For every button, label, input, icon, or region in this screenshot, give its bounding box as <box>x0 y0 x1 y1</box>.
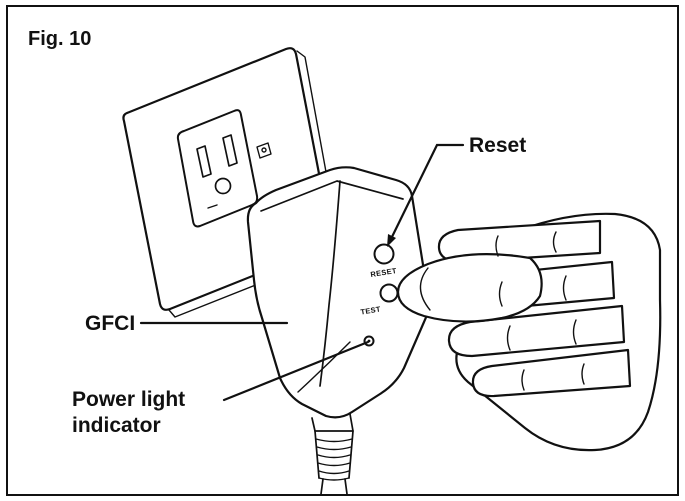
strain-relief-rib <box>317 454 351 459</box>
thumb <box>396 253 543 323</box>
figure-border <box>6 5 679 496</box>
gfci-callout-label: GFCI <box>85 312 135 335</box>
hand <box>396 212 662 452</box>
gfci-top-bevel <box>260 180 404 212</box>
strain-relief-rib <box>316 446 352 451</box>
test-button <box>379 283 399 303</box>
reset-button <box>373 243 395 265</box>
strain-relief-bottom <box>318 477 350 481</box>
gfci-plug: RESET TEST <box>246 166 430 419</box>
outlet-receptacle <box>176 109 272 228</box>
outlet-slot-left <box>196 145 212 178</box>
cord-neck <box>311 413 354 432</box>
figure-label: Fig. 10 <box>28 28 91 50</box>
power-light-callout-line2: indicator <box>72 414 161 437</box>
pinky-finger <box>471 348 632 398</box>
strain-relief-rib <box>315 438 353 443</box>
gfci-mold-seam <box>297 341 351 393</box>
power-cord <box>311 413 354 495</box>
outlet-slot-right <box>222 134 238 167</box>
reset-leader-line <box>387 143 465 245</box>
thumb-crease <box>419 267 431 311</box>
knuckle-creases <box>552 231 585 385</box>
finger-creases <box>495 235 525 391</box>
outlet-screw-mark <box>207 204 218 209</box>
outlet-ground-hole <box>214 177 232 195</box>
reset-arrowhead <box>387 234 396 247</box>
callout-leaders <box>139 143 465 402</box>
cord-wires <box>320 478 348 495</box>
ring-finger <box>447 304 626 358</box>
reset-button-label: RESET <box>370 266 398 279</box>
power-light-leader-line <box>222 340 370 402</box>
outlet-tab-hole <box>261 147 267 153</box>
gfci-body <box>246 166 430 419</box>
test-button-label: TEST <box>360 304 382 316</box>
strain-relief-rib <box>318 470 350 475</box>
strain-relief-rib <box>317 462 351 467</box>
power-light-callout-line1: Power light <box>72 388 185 411</box>
reset-callout-label: Reset <box>469 134 526 157</box>
outlet-mounting-tab <box>256 142 272 159</box>
